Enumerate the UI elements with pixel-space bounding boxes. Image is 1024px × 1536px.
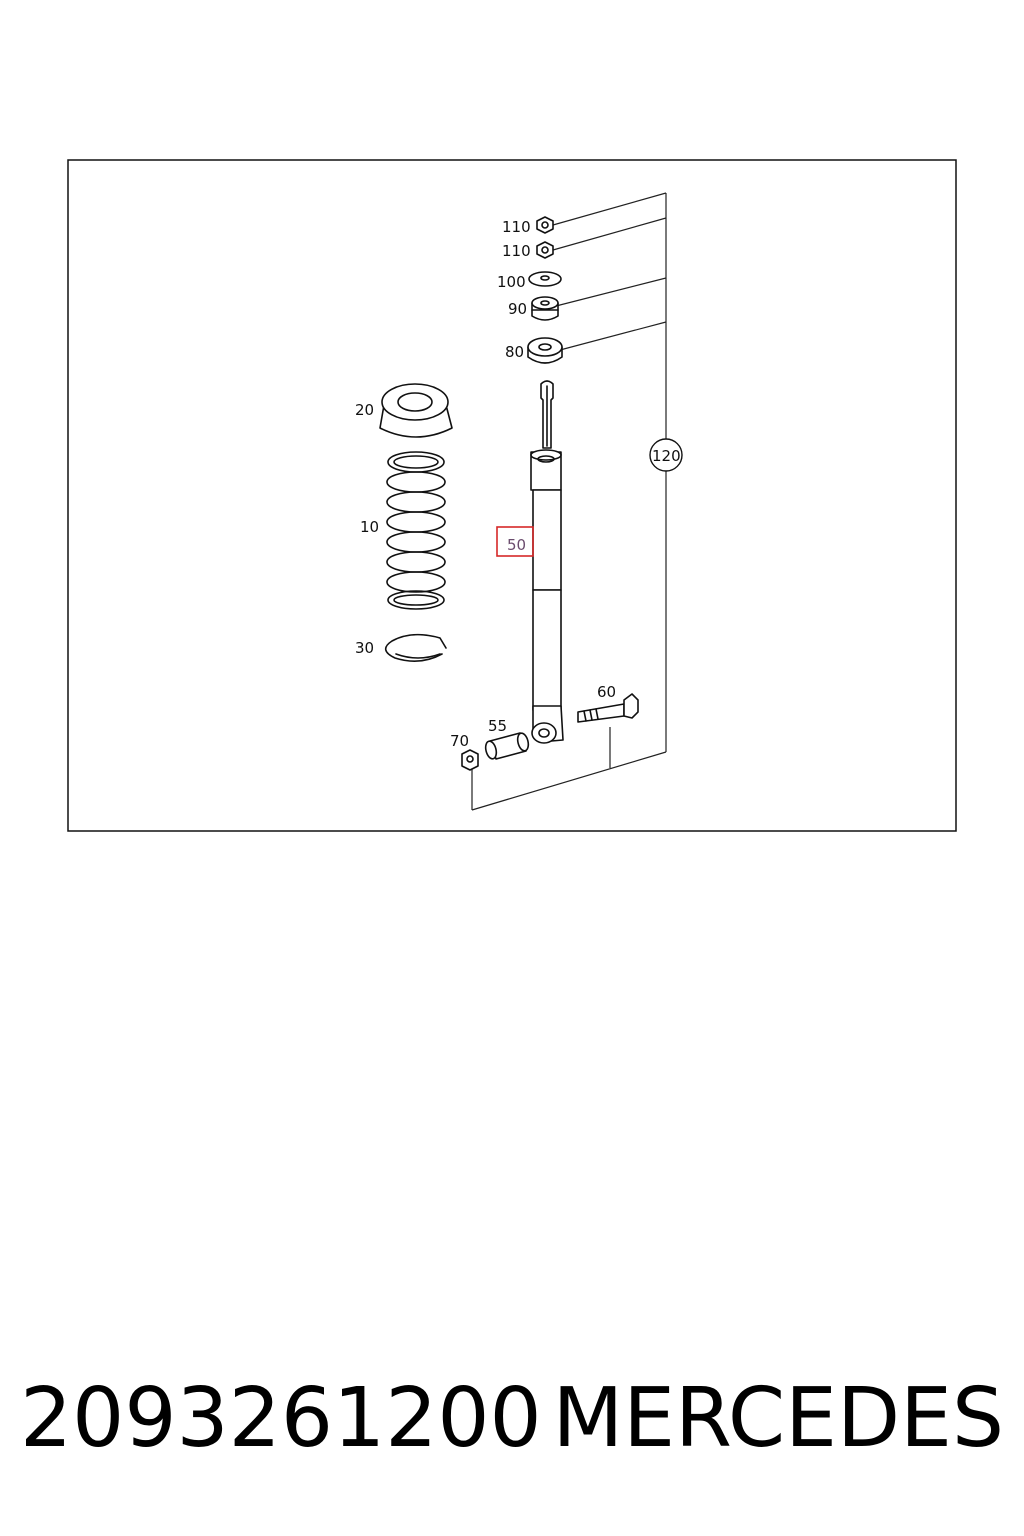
washer-icon — [528, 271, 562, 287]
callout-70: 70 — [450, 732, 469, 750]
bolt-icon — [577, 693, 639, 723]
diagram-border — [67, 159, 957, 832]
callout-120-circle — [649, 438, 683, 472]
nut-icon — [461, 749, 479, 771]
callout-60: 60 — [597, 683, 616, 701]
callout-50[interactable]: 50 — [507, 536, 526, 554]
callout-110-top: 110 — [502, 218, 531, 236]
footer-caption: 2093261200 MERCEDES — [20, 1368, 1004, 1468]
callout-90: 90 — [508, 300, 527, 318]
callout-10: 10 — [360, 518, 379, 536]
coil-spring-icon — [386, 451, 446, 610]
callout-20: 20 — [355, 401, 374, 419]
callout-30: 30 — [355, 639, 374, 657]
callout-120: 120 — [652, 447, 681, 465]
spring-seat-icon — [379, 383, 453, 438]
highlight-box — [496, 526, 534, 557]
nut-icon — [536, 216, 554, 234]
shock-absorber-icon — [530, 380, 564, 744]
retaining-ring-icon — [384, 633, 447, 662]
leader-lines — [471, 192, 667, 811]
sleeve-icon — [484, 732, 530, 760]
callout-80: 80 — [505, 343, 524, 361]
callout-110-bottom: 110 — [502, 242, 531, 260]
mount-bushing-icon — [527, 337, 563, 364]
callout-55: 55 — [488, 717, 507, 735]
rubber-bushing-icon — [531, 296, 559, 321]
brand-name: MERCEDES — [552, 1370, 1004, 1466]
nut-icon — [536, 241, 554, 259]
part-number: 2093261200 — [20, 1370, 542, 1466]
callout-100: 100 — [497, 273, 526, 291]
